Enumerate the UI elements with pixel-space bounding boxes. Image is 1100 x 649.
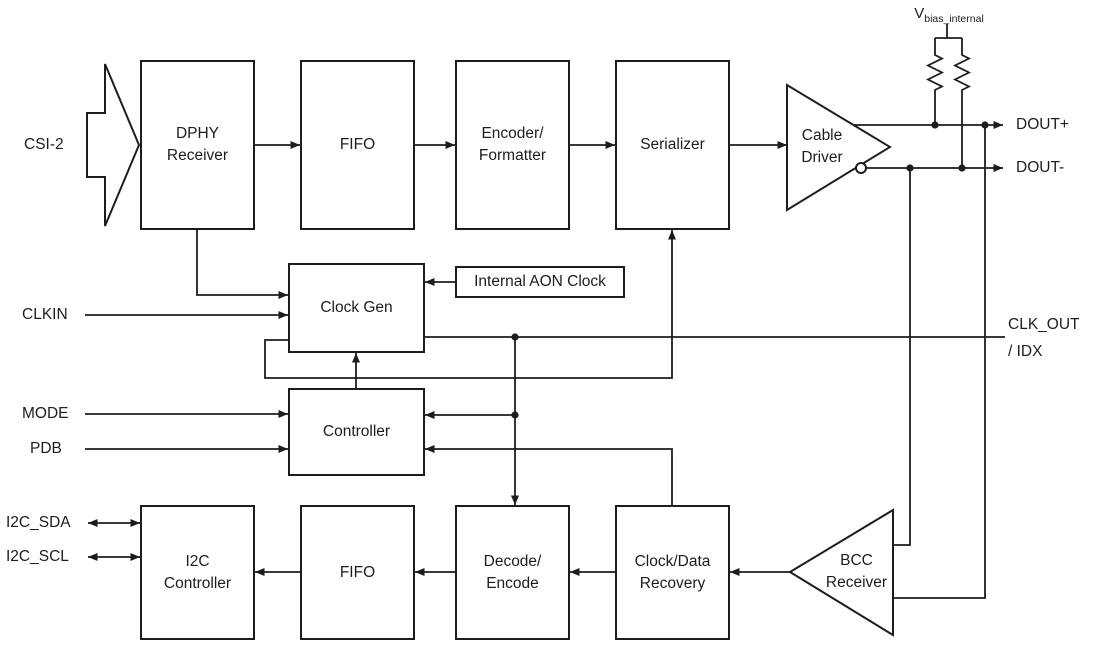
block-encoder-formatter-line2: Formatter: [478, 147, 547, 164]
junction-dots: [511, 121, 989, 419]
block-clock-gen-label: Clock Gen: [320, 299, 393, 317]
block-fifo-top-label: FIFO: [339, 136, 376, 154]
csi2-input-arrow: [86, 63, 141, 227]
pin-label-dout-minus: DOUT-: [1016, 159, 1065, 176]
junction-dot: [931, 121, 939, 129]
junction-dot: [981, 121, 989, 129]
block-clock-gen: Clock Gen: [288, 263, 425, 353]
junction-dot: [906, 164, 914, 172]
block-fifo-bottom: FIFO: [300, 505, 415, 640]
junction-dot: [511, 333, 519, 341]
block-fifo-top: FIFO: [300, 60, 415, 230]
block-serializer-label: Serializer: [640, 136, 705, 154]
block-dphy-receiver: DPHY Receiver: [140, 60, 255, 230]
junction-dot: [958, 164, 966, 172]
pin-label-i2c-scl: I2C_SCL: [6, 548, 69, 565]
line-dphy-to-clockgen: [196, 230, 288, 299]
cable-driver-line1: Cable: [801, 127, 843, 145]
signal-lines: [85, 24, 1005, 599]
line-clockgen-to-serializer: [264, 230, 676, 379]
block-internal-aon-clock: Internal AON Clock: [455, 266, 625, 298]
block-controller: Controller: [288, 388, 425, 476]
pin-label-clk-out-idx: CLK_OUT / IDX: [1008, 311, 1080, 365]
vbias-base: V: [914, 5, 925, 22]
block-i2c-controller-line1: I2C: [185, 552, 210, 570]
pin-label-vbias-internal: Vbias_internal: [904, 5, 994, 25]
line-bcc-input-top: [893, 168, 911, 546]
pin-label-i2c-sda: I2C_SDA: [6, 514, 71, 531]
block-encoder-formatter-line1: Encoder/: [481, 125, 544, 143]
bcc-receiver-line1: BCC: [840, 552, 873, 570]
block-decode-encode: Decode/ Encode: [455, 505, 570, 640]
shapes: [86, 63, 894, 637]
block-controller-label: Controller: [322, 423, 391, 441]
resistor-left: [925, 52, 945, 93]
line-cdr-to-controller: [425, 445, 673, 505]
block-clock-data-recovery-line2: Recovery: [639, 574, 706, 592]
block-decode-encode-line2: Encode: [486, 574, 539, 592]
block-i2c-controller-line2: Controller: [163, 574, 232, 592]
bcc-receiver-label: BCC Receiver: [814, 549, 899, 595]
block-i2c-controller: I2C Controller: [140, 505, 255, 640]
block-clock-data-recovery: Clock/Data Recovery: [615, 505, 730, 640]
vbias-subscript: bias_internal: [924, 13, 984, 25]
cable-driver-line2: Driver: [801, 149, 843, 166]
block-encoder-formatter: Encoder/ Formatter: [455, 60, 570, 230]
junction-dot: [511, 411, 519, 419]
block-serializer: Serializer: [615, 60, 730, 230]
block-dphy-receiver-line1: DPHY: [175, 125, 220, 143]
block-internal-aon-clock-label: Internal AON Clock: [474, 273, 606, 291]
clk-out-line1: CLK_OUT: [1008, 316, 1080, 333]
block-decode-encode-line1: Decode/: [483, 552, 542, 570]
inverter-bubble: [855, 162, 867, 174]
pin-label-dout-plus: DOUT+: [1016, 116, 1069, 133]
pin-label-csi2: CSI-2: [24, 136, 64, 153]
line-bcc-input-bottom: [893, 125, 986, 599]
resistor-right: [952, 52, 972, 93]
clk-out-line2: / IDX: [1008, 343, 1043, 360]
pin-label-pdb: PDB: [30, 440, 62, 457]
cable-driver-label: Cable Driver: [789, 124, 855, 170]
bcc-receiver-triangle: [788, 508, 894, 637]
bcc-receiver-line2: Receiver: [825, 574, 888, 591]
block-clock-data-recovery-line1: Clock/Data: [634, 552, 711, 570]
cable-driver-triangle: [786, 83, 892, 212]
block-dphy-receiver-line2: Receiver: [166, 147, 229, 164]
pin-label-mode: MODE: [22, 405, 69, 422]
pin-label-clkin: CLKIN: [22, 306, 68, 323]
block-fifo-bottom-label: FIFO: [339, 563, 376, 581]
